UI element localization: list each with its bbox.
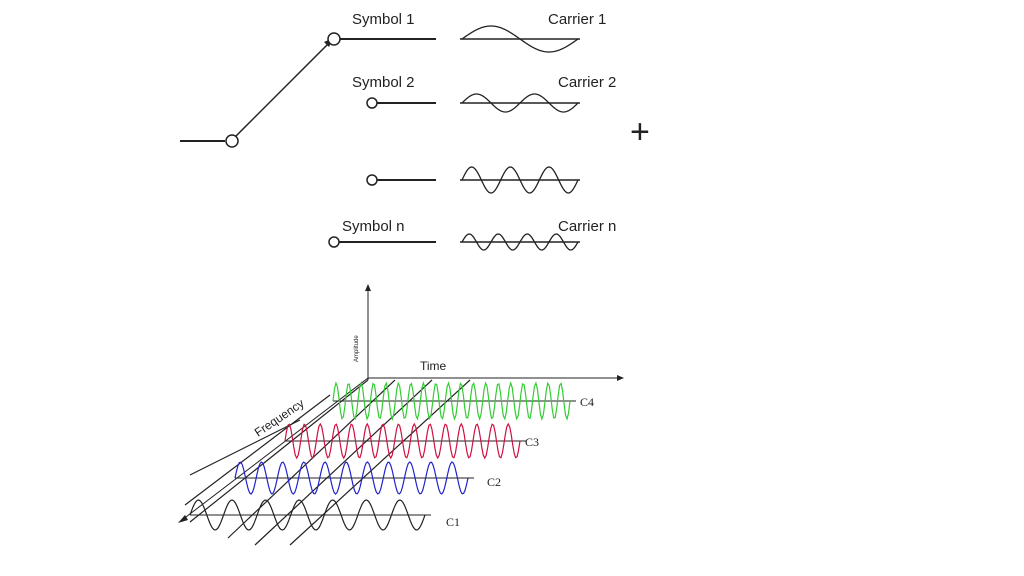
grid-line-5	[184, 394, 331, 506]
time-axis-label: Time	[420, 359, 447, 373]
grid-line-1	[189, 379, 369, 523]
amplitude-axis-arrow	[365, 284, 371, 291]
symbol-3-terminal	[366, 174, 378, 186]
c4-wave	[332, 380, 571, 422]
symbol-2-label: Symbol 2	[352, 74, 415, 91]
switch-pivot	[225, 134, 239, 148]
carrier-1-wave	[461, 25, 579, 53]
symbol-2-terminal	[366, 97, 378, 109]
c3-label: C3	[525, 435, 539, 449]
frequency-time-plot: Amplitude Time Frequency C1 C2 C3 C4	[178, 284, 624, 546]
frequency-axis	[181, 377, 369, 521]
grid-line-2	[227, 379, 396, 539]
carrier-waves	[461, 25, 579, 251]
carrier-1-label: Carrier 1	[548, 11, 606, 28]
carrier-3-wave	[461, 166, 579, 194]
switch-panel	[178, 0, 654, 258]
c3-wave	[284, 422, 521, 460]
carrier-n-label: Carrier n	[558, 218, 616, 235]
symbol-n-terminal	[328, 236, 340, 248]
symbol-1-label: Symbol 1	[352, 11, 415, 28]
c4-label: C4	[580, 395, 594, 409]
amplitude-axis-label: Amplitude	[354, 335, 360, 362]
c2-label: C2	[487, 475, 501, 489]
subcarrier-waves	[189, 380, 576, 531]
frequency-axis-arrow	[178, 515, 188, 523]
c2-wave	[234, 461, 469, 495]
carrier-n-wave	[461, 233, 579, 251]
carrier-2-wave	[461, 93, 579, 113]
grid-line-6	[189, 419, 301, 476]
symbol-1-terminal	[327, 32, 341, 46]
c1-wave	[189, 499, 426, 531]
symbol-n-label: Symbol n	[342, 218, 405, 235]
time-axis-arrow	[617, 375, 624, 381]
carrier-2-label: Carrier 2	[558, 74, 616, 91]
sum-symbol: +	[630, 113, 650, 151]
c1-label: C1	[446, 515, 460, 529]
switch-arm	[235, 41, 331, 137]
